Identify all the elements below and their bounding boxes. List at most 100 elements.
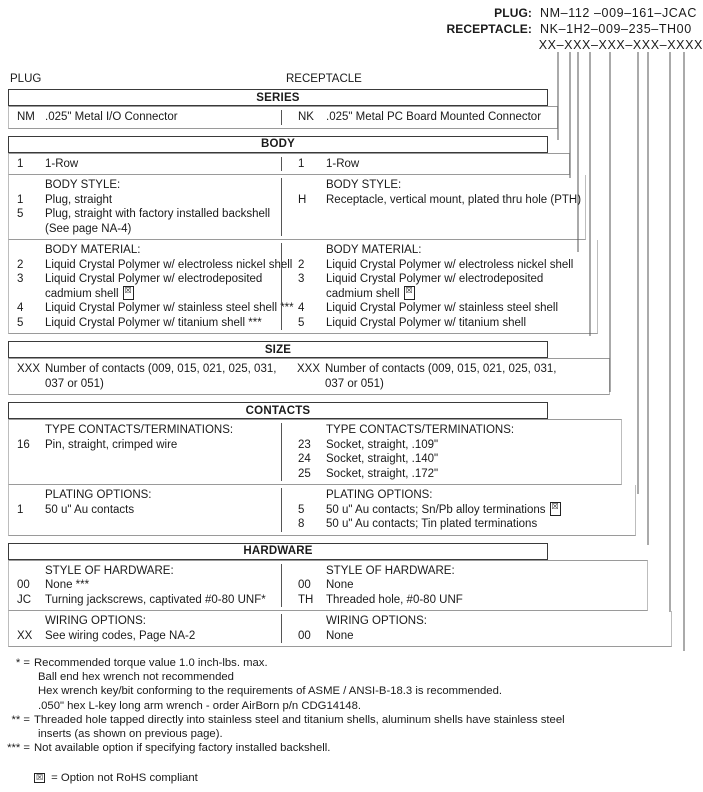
option-heading: PLATING OPTIONS: — [326, 489, 433, 501]
footnote-mark: * = — [15, 657, 30, 669]
band-title-contacts: CONTACTS — [245, 404, 311, 417]
option-desc: cadmium shell — [326, 287, 400, 300]
option-code — [11, 222, 45, 237]
part-number-row-receptacle: RECEPTACLE: NK–1H2–009–235–TH00 — [0, 22, 703, 38]
footnote-single-asterisk: * = Recommended torque value 1.0 inch-lb… — [0, 656, 703, 670]
option-heading-line: . PLATING OPTIONS: — [292, 488, 581, 503]
option-desc: Threaded hole, #0-80 UNF — [326, 593, 463, 606]
option-heading-line: . BODY STYLE: — [11, 178, 281, 193]
footnotes: * = Recommended torque value 1.0 inch-lb… — [0, 656, 703, 786]
band-title-size: SIZE — [264, 343, 292, 356]
body-rowcount-plug-column: 1 1-Row — [9, 157, 281, 172]
option-code: 1 — [17, 157, 24, 170]
option-row-hardware-wiring: . WIRING OPTIONS: XX See wiring codes, P… — [8, 611, 672, 647]
option-desc: 50 u" Au contacts — [45, 503, 135, 516]
option-desc: Pin, straight, crimped wire — [45, 438, 178, 451]
option-row-contacts-type: . TYPE CONTACTS/TERMINATIONS: 16 Pin, st… — [8, 419, 622, 485]
rohs-legend: ☒ = Option not RoHS compliant — [0, 771, 703, 785]
option-code: 1 — [17, 503, 24, 516]
option-line: XXX Number of contacts (009, 015, 021, 0… — [291, 362, 581, 377]
part-number-value-plug: NM–112 –009–161–JCAC — [540, 6, 698, 20]
option-heading-line: . WIRING OPTIONS: — [11, 614, 281, 629]
footnote-text: Recommended torque value 1.0 inch-lbs. m… — [34, 657, 268, 669]
option-code: 16 — [17, 438, 30, 451]
option-code: 2 — [298, 258, 305, 271]
option-desc: (See page NA-4) — [45, 222, 132, 235]
column-caption-receptacle: RECEPTACLE — [286, 73, 362, 85]
contacts-type-plug-column: . TYPE CONTACTS/TERMINATIONS: 16 Pin, st… — [9, 423, 281, 481]
option-heading-line: . PLATING OPTIONS: — [11, 488, 281, 503]
footnote-text: inserts (as shown on previous page). — [38, 728, 223, 741]
option-code: NK — [298, 111, 314, 123]
footnote-text: Hex wrench key/bit conforming to the req… — [38, 685, 503, 698]
option-line: TH Threaded hole, #0-80 UNF — [292, 593, 581, 608]
option-line: cadmium shell ☒ — [11, 285, 281, 302]
band-header-hardware: HARDWARE — [8, 542, 548, 560]
option-row-size: XXX Number of contacts (009, 015, 021, 0… — [8, 358, 610, 395]
size-plug-column: XXX Number of contacts (009, 015, 021, 0… — [9, 362, 281, 391]
option-code: 24 — [298, 453, 311, 465]
option-heading-line: . STYLE OF HARDWARE: — [11, 564, 281, 579]
part-number-value-receptacle: NK–1H2–009–235–TH00 — [540, 22, 692, 36]
option-heading: STYLE OF HARDWARE: — [326, 564, 455, 577]
option-desc: .025" Metal I/O Connector — [45, 111, 178, 123]
option-desc: None — [326, 579, 354, 591]
option-code: 5 — [298, 503, 305, 516]
size-receptacle-column: XXX Number of contacts (009, 015, 021, 0… — [281, 362, 581, 391]
option-line: H Receptacle, vertical mount, plated thr… — [292, 193, 581, 208]
option-heading-line: . BODY MATERIAL: — [11, 243, 281, 258]
option-desc: 037 or 051) — [45, 377, 104, 390]
contacts-plating-receptacle-column: . PLATING OPTIONS: 5 50 u" Au contacts; … — [281, 488, 581, 532]
option-code — [11, 287, 45, 302]
option-code: NM — [17, 111, 35, 123]
option-desc: Liquid Crystal Polymer w/ stainless stee… — [45, 302, 294, 314]
hardware-wiring-receptacle-column: . WIRING OPTIONS: 00 None — [281, 614, 581, 643]
footnote-text: Threaded hole tapped directly into stain… — [34, 713, 565, 726]
option-code: XXX — [17, 363, 41, 375]
option-desc: Receptacle, vertical mount, plated thru … — [326, 193, 582, 206]
column-captions: PLUG RECEPTACLE — [0, 73, 703, 89]
option-line: 24 Socket, straight, .140" — [292, 452, 581, 467]
option-heading: TYPE CONTACTS/TERMINATIONS: — [326, 424, 515, 436]
option-desc: Liquid Crystal Polymer w/ titanium shell… — [45, 316, 262, 329]
option-code: 23 — [298, 438, 311, 451]
footnote-mark: *** = — [7, 742, 30, 755]
option-desc: .025" Metal PC Board Mounted Connector — [326, 111, 542, 123]
option-heading-line: . BODY MATERIAL: — [292, 243, 581, 258]
option-desc: Liquid Crystal Polymer w/ stainless stee… — [326, 302, 559, 314]
option-line: 3 Liquid Crystal Polymer w/ electrodepos… — [11, 272, 281, 287]
option-line: 00 None — [292, 578, 581, 593]
option-heading-line: . STYLE OF HARDWARE: — [292, 564, 581, 579]
option-line: NM .025" Metal I/O Connector — [11, 110, 281, 125]
option-code: XXX — [297, 363, 321, 375]
option-line: XXX Number of contacts (009, 015, 021, 0… — [11, 362, 281, 377]
option-desc: Turning jackscrews, captivated #0-80 UNF… — [45, 593, 266, 606]
part-number-row-plug: PLUG: NM–112 –009–161–JCAC — [0, 6, 703, 22]
option-code: 3 — [17, 273, 24, 285]
option-code: TH — [298, 593, 314, 606]
option-line: 16 Pin, straight, crimped wire — [11, 438, 281, 453]
part-number-label-receptacle: RECEPTACLE: — [446, 22, 532, 36]
option-heading-line: . BODY STYLE: — [292, 178, 581, 193]
option-line: 037 or 051) — [11, 377, 281, 392]
series-plug-column: NM .025" Metal I/O Connector — [9, 110, 281, 125]
series-receptacle-column: NK .025" Metal PC Board Mounted Connecto… — [281, 110, 553, 125]
option-desc: Liquid Crystal Polymer w/ electrodeposit… — [326, 273, 544, 285]
option-heading: BODY MATERIAL: — [326, 244, 422, 256]
option-heading: WIRING OPTIONS: — [45, 615, 146, 627]
option-code: 5 — [17, 316, 24, 329]
option-line: (See page NA-4) — [11, 222, 281, 237]
option-code: 5 — [298, 316, 305, 329]
option-line: 4 Liquid Crystal Polymer w/ stainless st… — [292, 301, 581, 316]
footnote-double-asterisk: ** = Threaded hole tapped directly into … — [0, 713, 703, 727]
option-code: 3 — [298, 273, 305, 285]
option-line: 1 1-Row — [292, 157, 553, 172]
option-desc: None *** — [45, 579, 90, 591]
option-heading: PLATING OPTIONS: — [45, 489, 152, 501]
option-code: 25 — [298, 467, 311, 480]
option-code: 00 — [17, 579, 30, 591]
option-ladder: SERIES NM .025" Metal I/O Connector NK .… — [8, 89, 703, 647]
hardware-style-plug-column: . STYLE OF HARDWARE: 00 None *** JC Turn… — [9, 564, 281, 608]
rohs-legend-text: = Option not RoHS compliant — [51, 772, 198, 785]
band-header-contacts: CONTACTS — [8, 402, 548, 419]
